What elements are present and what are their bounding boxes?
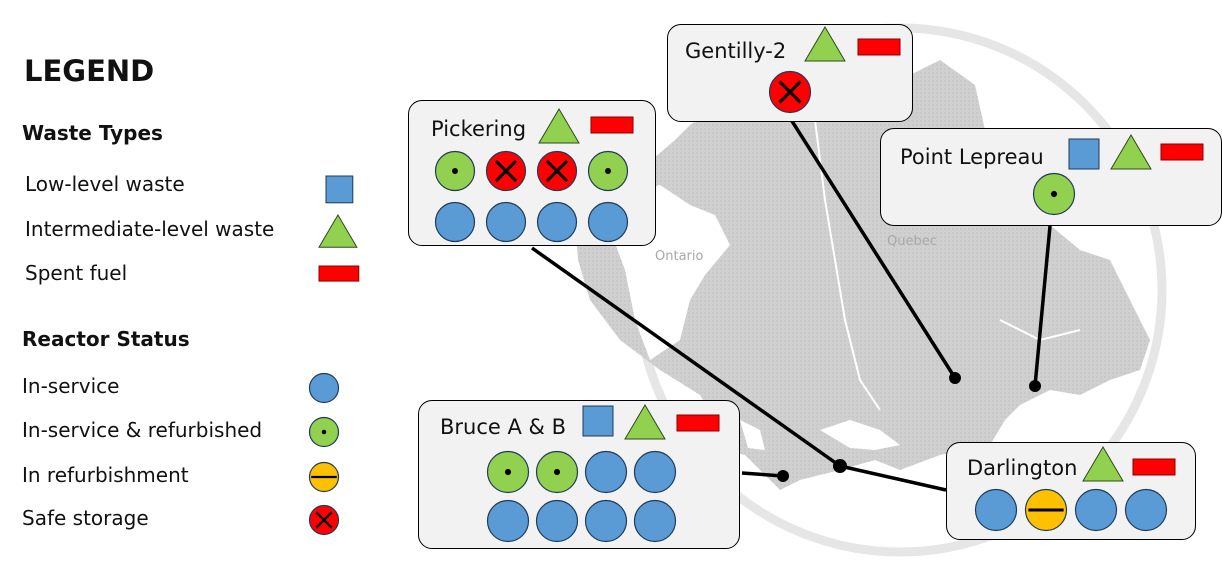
blue-circle-icon [633, 499, 677, 543]
line-pickering [530, 246, 842, 468]
triangle-icon [624, 404, 666, 440]
legend-label-spent-fuel: Spent fuel [25, 261, 128, 285]
station-name: Pickering [431, 117, 527, 141]
rectangle-icon [1160, 143, 1204, 161]
blue-circle-icon [1074, 488, 1118, 532]
blue-circle-icon [535, 499, 579, 543]
green-dot-circle-icon [486, 450, 530, 494]
red-x-circle-icon [768, 70, 812, 114]
blue-circle-icon [584, 499, 628, 543]
green-dot-circle-icon [308, 416, 340, 448]
legend-label-intermediate: Intermediate-level waste [25, 217, 275, 241]
site-markers [777, 372, 1041, 482]
label-quebec: Quebec [887, 234, 937, 249]
triangle-icon [538, 108, 580, 144]
green-dot-circle-icon [535, 450, 579, 494]
rectangle-icon [676, 414, 720, 432]
line-gentilly [788, 117, 957, 379]
station-name: Point Lepreau [900, 145, 1044, 169]
legend-label-low-level: Low-level waste [25, 172, 185, 196]
blue-circle-icon [308, 372, 340, 404]
triangle-icon [1082, 446, 1124, 482]
red-x-circle-icon [308, 504, 340, 536]
blue-circle-icon [1124, 488, 1168, 532]
legend-title: LEGEND [24, 54, 155, 88]
square-icon [325, 175, 354, 204]
green-dot-circle-icon [434, 150, 476, 192]
blue-circle-icon [584, 450, 628, 494]
rectangle-icon [590, 116, 634, 134]
triangle-icon [804, 26, 846, 62]
marker-pickering [833, 459, 847, 473]
rectangle-icon [318, 265, 360, 282]
red-x-circle-icon [536, 150, 578, 192]
great-lakes [740, 420, 900, 450]
legend-label-in-refurbishment: In refurbishment [22, 463, 189, 487]
marker-gentilly [949, 372, 961, 384]
triangle-icon [1110, 134, 1152, 170]
station-name: Gentilly-2 [685, 39, 787, 63]
legend-label-in-service: In-service [22, 374, 120, 398]
square-icon [1068, 138, 1100, 170]
triangle-icon [318, 214, 358, 248]
blue-circle-icon [536, 201, 578, 243]
province-border [814, 119, 881, 411]
blue-circle-icon [486, 499, 530, 543]
station-name: Darlington [967, 456, 1078, 480]
yellow-minus-circle-icon [1024, 488, 1068, 532]
line-darlington [839, 464, 947, 492]
line-lepreau [1033, 225, 1052, 387]
connector-lines [530, 117, 1052, 492]
blue-circle-icon [633, 450, 677, 494]
line-bruce [741, 471, 784, 478]
green-dot-circle-icon [1032, 172, 1076, 216]
marker-lepreau [1029, 380, 1041, 392]
green-dot-circle-icon [587, 150, 629, 192]
rectangle-icon [857, 38, 901, 56]
red-x-circle-icon [485, 150, 527, 192]
blue-circle-icon [587, 201, 629, 243]
blue-circle-icon [974, 488, 1018, 532]
reactor-status-heading: Reactor Status [22, 327, 190, 351]
rectangle-icon [1132, 458, 1176, 476]
square-icon [582, 405, 614, 437]
waste-types-heading: Waste Types [22, 121, 163, 145]
yellow-minus-circle-icon [308, 461, 340, 493]
blue-circle-icon [434, 201, 476, 243]
blue-circle-icon [485, 201, 527, 243]
marker-bruce [777, 470, 789, 482]
station-name: Bruce A & B [440, 415, 566, 439]
legend-label-safe-storage: Safe storage [22, 506, 149, 530]
legend-label-refurbished: In-service & refurbished [22, 418, 263, 442]
label-ontario: Ontario [655, 249, 704, 264]
